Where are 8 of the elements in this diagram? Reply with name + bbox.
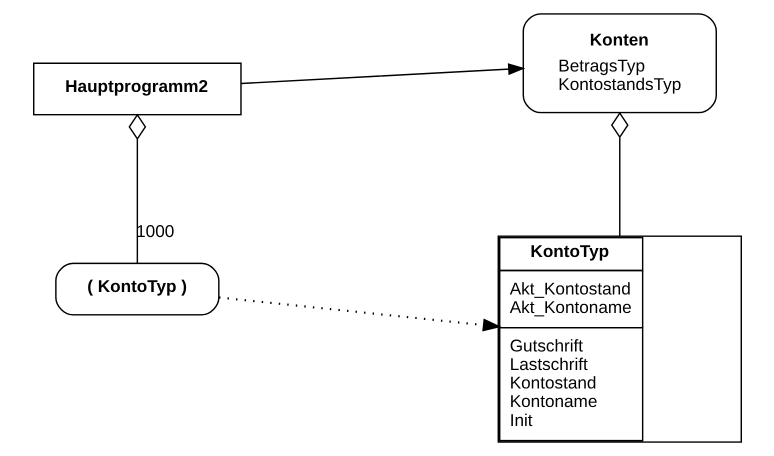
edge-label: 1000 — [136, 220, 174, 241]
arrow — [218, 296, 501, 332]
arrow — [240, 63, 525, 84]
node-box: ( KontoTyp ) — [54, 262, 220, 316]
connector — [128, 114, 146, 264]
node-box: Konten BetragsTyp KontostandsTyp — [522, 13, 716, 114]
connector — [610, 112, 628, 236]
node-box: Hauptprogramm2 — [32, 62, 242, 116]
